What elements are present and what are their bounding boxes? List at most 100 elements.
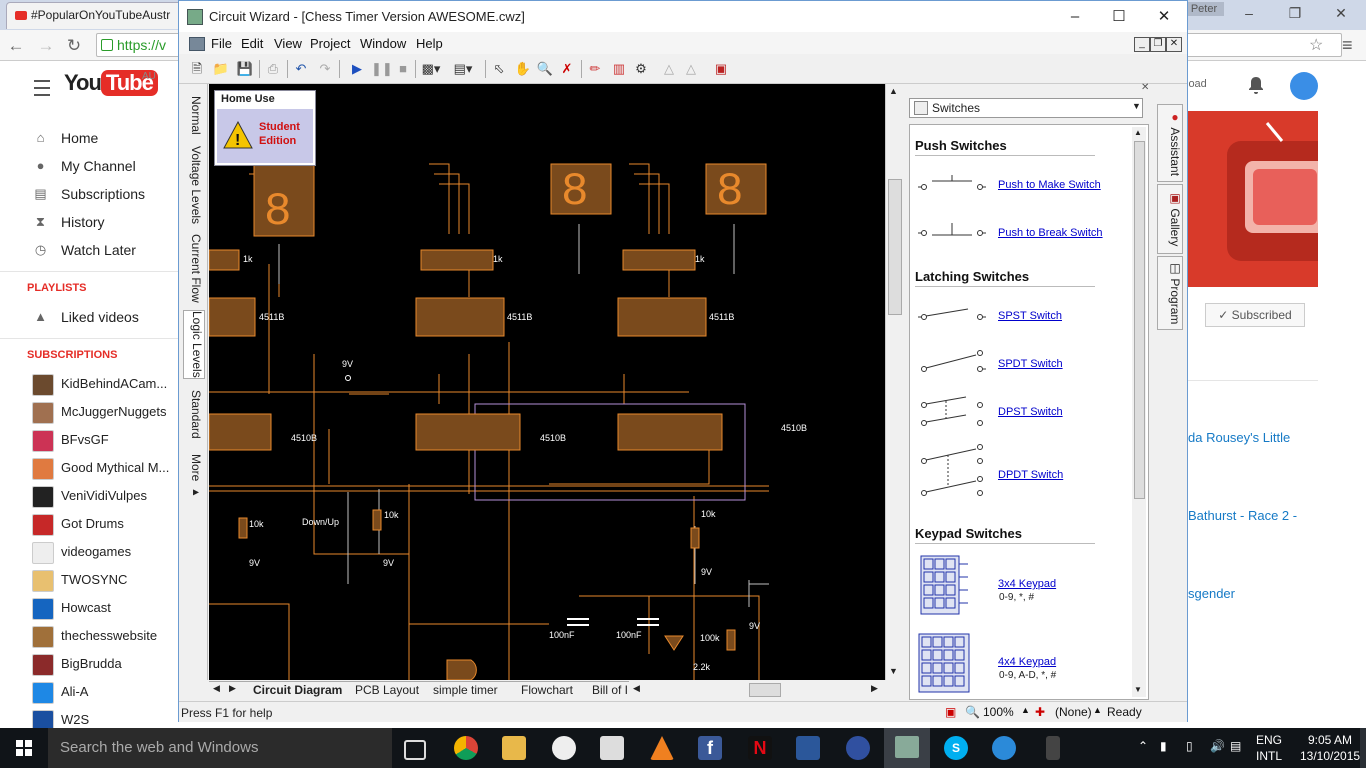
video-title-3[interactable]: sgender (1188, 586, 1235, 601)
subscription-item[interactable]: TWOSYNC (30, 566, 180, 594)
scroll-up-arrow-icon[interactable]: ▲ (889, 86, 898, 96)
zoom-spin-icon[interactable]: ▲ (1021, 705, 1030, 715)
file-explorer-icon[interactable] (502, 736, 526, 760)
keypad-4x4-icon[interactable] (918, 633, 980, 693)
guide-item-history[interactable]: ⧗History (28, 208, 178, 236)
schmitt-nand-gate[interactable] (446, 659, 477, 680)
browser-close-button[interactable]: ✕ (1335, 5, 1347, 21)
menu-edit[interactable]: Edit (241, 36, 264, 51)
video-title-2[interactable]: Bathurst - Race 2 - (1188, 508, 1298, 523)
task-view-icon[interactable] (404, 740, 426, 760)
language-eng[interactable]: ENG (1256, 733, 1283, 747)
tab-logic-levels[interactable]: Logic Levels (183, 310, 205, 379)
zoom-level[interactable]: 100% (983, 705, 1014, 719)
seven-segment-display[interactable] (253, 163, 315, 237)
spst-symbol-icon[interactable] (918, 305, 986, 325)
subscription-item[interactable]: videogames (30, 538, 180, 566)
item-dpdt-switch[interactable]: DPDT Switch (998, 469, 1064, 481)
reload-icon[interactable]: ↻ (66, 36, 82, 55)
show-desktop-button[interactable] (1360, 728, 1366, 768)
select-pointer-icon[interactable]: ⬁ (493, 61, 505, 76)
decoder-chip[interactable] (617, 297, 707, 337)
guide-menu-icon[interactable] (34, 80, 50, 96)
upload-button[interactable]: load (1186, 78, 1207, 90)
taskbar-active-app[interactable] (884, 728, 930, 768)
subscription-item[interactable]: VeniVidiVulpes (30, 482, 180, 510)
tab-gallery[interactable]: ▣ Gallery (1157, 184, 1183, 254)
seven-segment-display[interactable] (705, 163, 767, 215)
keypad-3x4-icon[interactable] (920, 555, 972, 617)
stop-icon[interactable]: ■ (399, 61, 407, 76)
counter-chip[interactable] (617, 413, 723, 451)
video-title-1[interactable]: da Rousey's Little (1188, 430, 1291, 445)
facebook-icon[interactable]: f (698, 736, 722, 760)
account-avatar[interactable] (1290, 72, 1318, 100)
browser-restore-button[interactable]: ❐ (1288, 5, 1302, 21)
scroll-left-arrow-icon[interactable]: ◀ (633, 683, 640, 693)
canvas-vertical-scrollbar[interactable]: ▲ ▼ (885, 84, 903, 680)
resistor-array[interactable] (209, 249, 240, 271)
tab-circuit-diagram[interactable]: Circuit Diagram (253, 683, 343, 697)
flip-icon[interactable]: △ (664, 61, 674, 76)
resistor-array[interactable] (622, 249, 696, 271)
item-spdt-switch[interactable]: SPDT Switch (998, 358, 1063, 370)
skype-icon[interactable]: S (944, 736, 968, 760)
pan-hand-icon[interactable]: ✋ (514, 61, 532, 76)
component-icon[interactable]: ⚙ (635, 61, 647, 76)
scroll-up-arrow-icon[interactable]: ▲ (1134, 128, 1142, 137)
pause-icon[interactable]: ❚❚ (371, 61, 393, 76)
notifications-bell-icon[interactable] (1246, 75, 1266, 95)
redo-icon[interactable]: ↷ (319, 61, 331, 76)
item-4x4-keypad[interactable]: 4x4 Keypad (998, 656, 1057, 668)
item-push-to-make-switch[interactable]: Push to Make Switch (998, 179, 1101, 191)
guide-item-watch-later[interactable]: ◷Watch Later (28, 236, 178, 264)
browser-user-badge[interactable]: Peter (1184, 2, 1224, 16)
probe-selection[interactable]: (None) (1055, 705, 1092, 719)
scroll-down-arrow-icon[interactable]: ▼ (1134, 685, 1142, 694)
tab-assistant[interactable]: ● Assistant (1157, 104, 1183, 182)
subscription-item[interactable]: thechesswebsite (30, 622, 180, 650)
playlist-liked-videos[interactable]: ▲Liked videos (28, 303, 178, 331)
tab-more[interactable]: More ▸ (189, 454, 203, 499)
counter-chip[interactable] (209, 413, 272, 451)
windows-start-icon[interactable] (0, 728, 48, 768)
item-push-to-break-switch[interactable]: Push to Break Switch (998, 227, 1103, 239)
probe-dropdown-icon[interactable]: ▤▾ (453, 61, 473, 76)
subscription-item[interactable]: Got Drums (30, 510, 180, 538)
item-dpst-switch[interactable]: DPST Switch (998, 406, 1063, 418)
spdt-symbol-icon[interactable] (918, 347, 986, 377)
chip-dropdown-icon[interactable]: ▩▾ (421, 61, 441, 76)
tab-normal[interactable]: Normal (189, 96, 203, 135)
tab-flowchart[interactable]: Flowchart (521, 683, 574, 697)
tab-bill-of-materials[interactable]: Bill of I (592, 683, 629, 697)
network-icon[interactable]: ▯ (1186, 739, 1193, 753)
tab-scroll-right-icon[interactable]: ▶ (229, 683, 236, 693)
chrome-icon[interactable] (454, 736, 478, 760)
subscription-item[interactable]: BFvsGF (30, 426, 180, 454)
probe-spin-icon[interactable]: ▲ (1093, 705, 1102, 715)
volume-icon[interactable]: 🔊 (1210, 739, 1225, 753)
panel-close-icon[interactable]: ✕ (1141, 82, 1150, 93)
new-file-icon[interactable]: 🗎 (191, 61, 203, 76)
forward-arrow-icon[interactable]: → (37, 36, 55, 55)
message-icon[interactable]: ▤ (1230, 739, 1242, 753)
scroll-thumb[interactable] (888, 179, 902, 315)
cw-close-button[interactable]: ✕ (1157, 8, 1171, 25)
item-3x4-keypad[interactable]: 3x4 Keypad (998, 578, 1057, 590)
guide-item-my-channel[interactable]: ●My Channel (28, 152, 178, 180)
decoder-chip[interactable] (209, 297, 256, 337)
subscription-item[interactable]: Good Mythical M... (30, 454, 180, 482)
tab-scroll-left-icon[interactable]: ◀ (213, 683, 220, 693)
cw-minimize-button[interactable]: – (1070, 8, 1080, 25)
diode[interactable] (664, 635, 684, 651)
itunes-icon[interactable] (992, 736, 1016, 760)
tab-program[interactable]: ◫ Program (1157, 256, 1183, 330)
tab-simple-timer[interactable]: simple timer (433, 683, 498, 697)
subscription-item[interactable]: W2S (30, 706, 180, 734)
tray-overflow-chevron-icon[interactable]: ⌃ (1138, 739, 1149, 753)
subscription-item[interactable]: Howcast (30, 594, 180, 622)
scroll-right-arrow-icon[interactable]: ▶ (871, 683, 878, 693)
circuit-diagram-canvas[interactable]: 8 8 8 1k 1k 1k 4511B 4511B 4511B 4510B 4… (209, 84, 885, 680)
zoom-magnifier-icon[interactable]: 🔍 (536, 61, 554, 76)
